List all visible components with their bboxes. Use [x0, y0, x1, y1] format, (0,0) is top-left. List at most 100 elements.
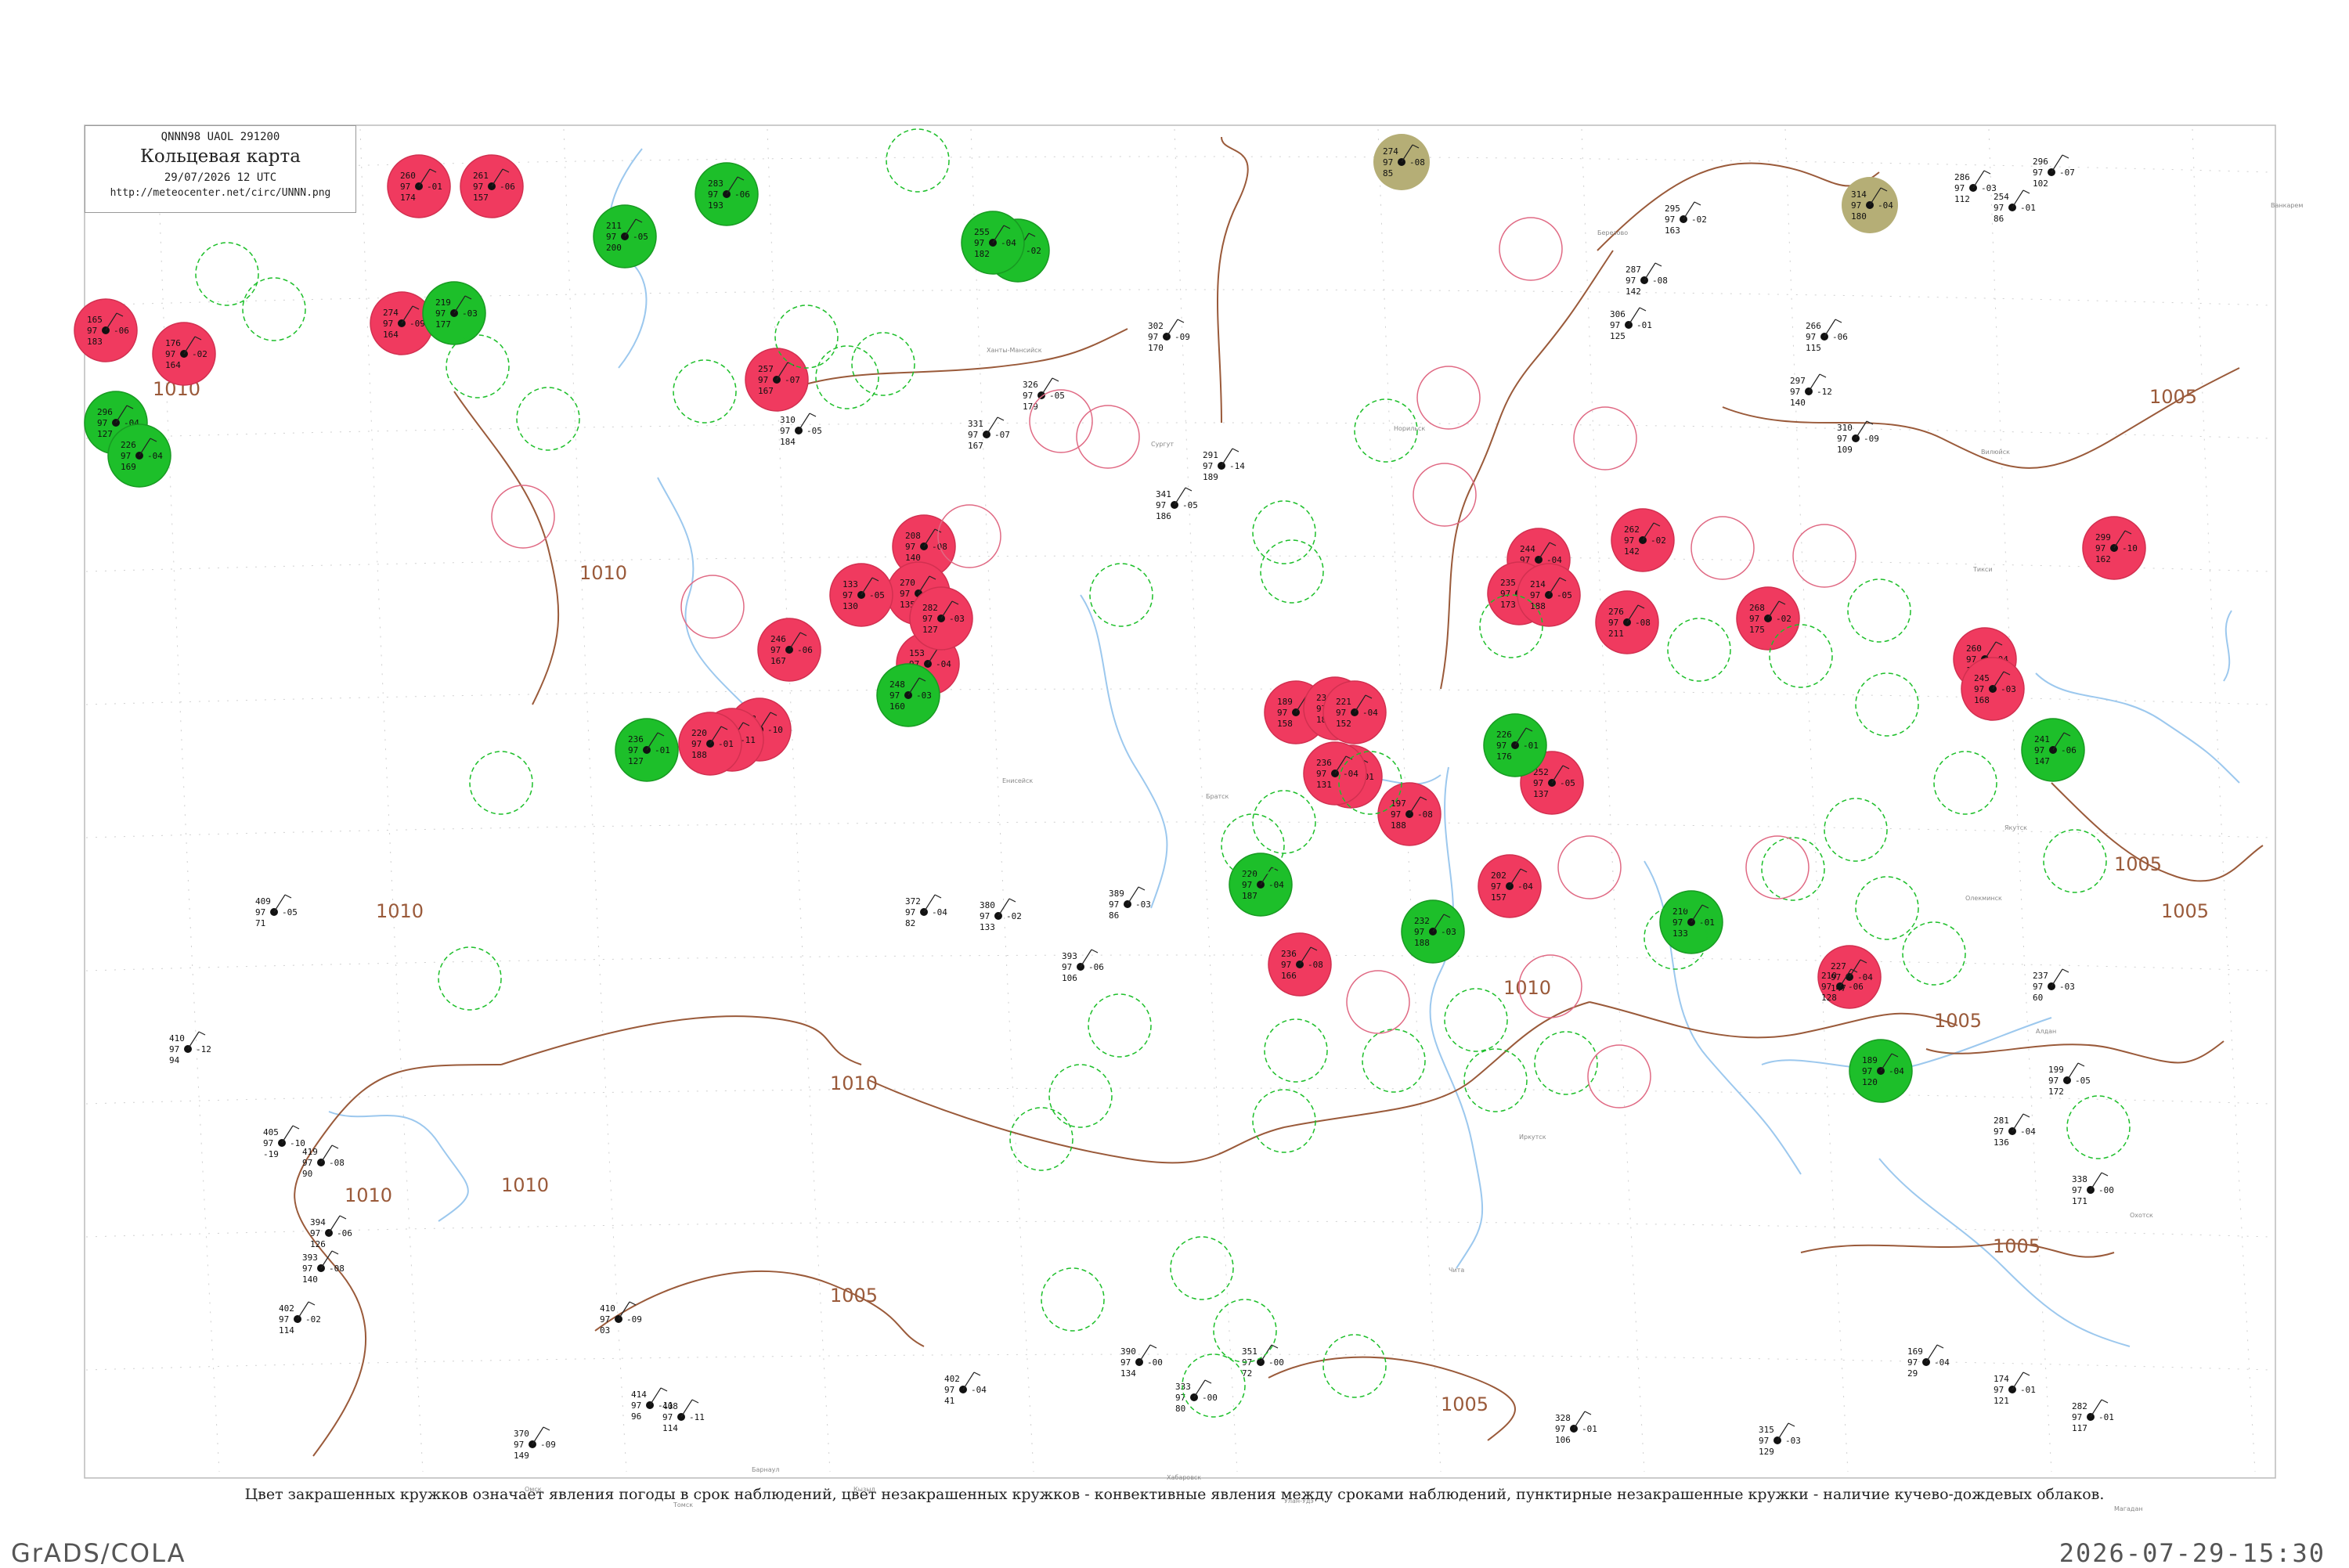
- humidity-value: 97: [1831, 972, 1841, 982]
- visibility-value: 140: [905, 553, 921, 563]
- humidity-value: 97: [780, 426, 790, 436]
- pressure-value: 260: [400, 171, 416, 181]
- pressure-value: 208: [905, 531, 921, 541]
- visibility-value: 168: [1974, 695, 1990, 705]
- tendency-value: -03: [2001, 684, 2016, 694]
- station-cb-ring: [1221, 813, 1285, 878]
- pressure-value: 266: [1806, 321, 1821, 331]
- pressure-value: 390: [1120, 1346, 1136, 1357]
- tendency-value: -06: [1848, 982, 1864, 992]
- humidity-value: 97: [1610, 320, 1620, 330]
- humidity-value: 97: [922, 614, 933, 624]
- humidity-value: 97: [980, 911, 990, 921]
- pressure-value: 133: [843, 579, 858, 589]
- pressure-value: 219: [435, 297, 451, 308]
- visibility-value: 183: [87, 337, 103, 347]
- station-cb-ring: [1048, 1064, 1113, 1128]
- tendency-value: -08: [1652, 276, 1668, 286]
- place-name: Братск: [1206, 793, 1229, 800]
- humidity-value: 97: [628, 745, 638, 755]
- longitude-line: [156, 128, 220, 1472]
- visibility-value: 86: [1109, 910, 1119, 921]
- pressure-value: 310: [780, 415, 796, 425]
- humidity-value: 97: [473, 182, 483, 192]
- weather-ring: [1252, 1089, 1316, 1153]
- weather-ring: [1690, 516, 1755, 580]
- pressure-value: 315: [1759, 1425, 1774, 1435]
- tendency-value: -04: [932, 907, 947, 917]
- pressure-value: 220: [691, 728, 707, 738]
- tendency-value: -02: [1776, 614, 1792, 624]
- visibility-value: 162: [2095, 554, 2111, 564]
- pressure-value: 276: [1608, 607, 1624, 617]
- weather-ring: [1736, 586, 1800, 651]
- weather-ring: [1221, 813, 1285, 878]
- visibility-value: 172: [2048, 1087, 2064, 1097]
- station-cb-ring: [1264, 1018, 1328, 1083]
- pressure-value: 221: [1336, 697, 1351, 707]
- tendency-value: -08: [1417, 809, 1433, 820]
- tendency-value: -00: [1202, 1393, 1218, 1403]
- humidity-value: 97: [1175, 1393, 1185, 1403]
- bulletin-code: QNNN98 UAOL 291200: [161, 131, 280, 143]
- humidity-value: 97: [691, 739, 702, 749]
- station-convective-ring: [1518, 954, 1582, 1018]
- humidity-value: 97: [2072, 1412, 2082, 1422]
- tendency-value: -08: [1308, 960, 1323, 970]
- visibility-value: 142: [1624, 546, 1640, 557]
- weather-ring: [961, 211, 1025, 275]
- pressure-value: 281: [1994, 1116, 2009, 1126]
- visibility-value: 131: [1316, 780, 1332, 790]
- weather-ring: [1463, 1048, 1528, 1112]
- station-thunderstorm: 227-0414797: [1817, 945, 1882, 1009]
- tendency-value: -01: [718, 739, 734, 749]
- station-cb-ring: [1644, 906, 1708, 970]
- isobar-label: 1005: [2161, 900, 2209, 922]
- longitude-line: [359, 128, 424, 1472]
- pressure-value: 402: [279, 1303, 294, 1314]
- pressure-value: 331: [968, 419, 983, 429]
- weather-ring: [1213, 1299, 1277, 1363]
- pressure-value: 199: [2048, 1065, 2064, 1075]
- station-cb-ring: [446, 334, 510, 398]
- weather-ring: [1041, 1267, 1105, 1332]
- humidity-value: 97: [905, 907, 915, 917]
- weather-ring: [909, 586, 973, 651]
- station-cb-ring: [815, 345, 879, 409]
- humidity-value: 97: [87, 326, 97, 336]
- humidity-value: 97: [1851, 200, 1861, 211]
- weather-ring: [615, 718, 679, 782]
- pressure-value: 310: [1837, 423, 1853, 433]
- humidity-value: 97: [1277, 708, 1287, 718]
- weather-ring: [2066, 1095, 2131, 1159]
- latitude-line: [85, 555, 2271, 572]
- pressure-value: 226: [1496, 730, 1512, 740]
- pressure-value: 236: [1281, 949, 1297, 959]
- pressure-value: 261: [473, 171, 489, 181]
- visibility-value: 114: [279, 1325, 294, 1336]
- weather-ring: [1252, 790, 1316, 854]
- tendency-value: -06: [337, 1228, 352, 1238]
- map-url: http://meteocenter.net/circ/UNNN.png: [110, 187, 331, 199]
- tendency-value: -03: [949, 614, 965, 624]
- tendency-value: -10: [767, 725, 783, 735]
- weather-ring: [1252, 500, 1316, 564]
- tendency-value: -05: [806, 426, 822, 436]
- pressure-value: 189: [1862, 1055, 1878, 1065]
- visibility-value: 41: [944, 1396, 954, 1406]
